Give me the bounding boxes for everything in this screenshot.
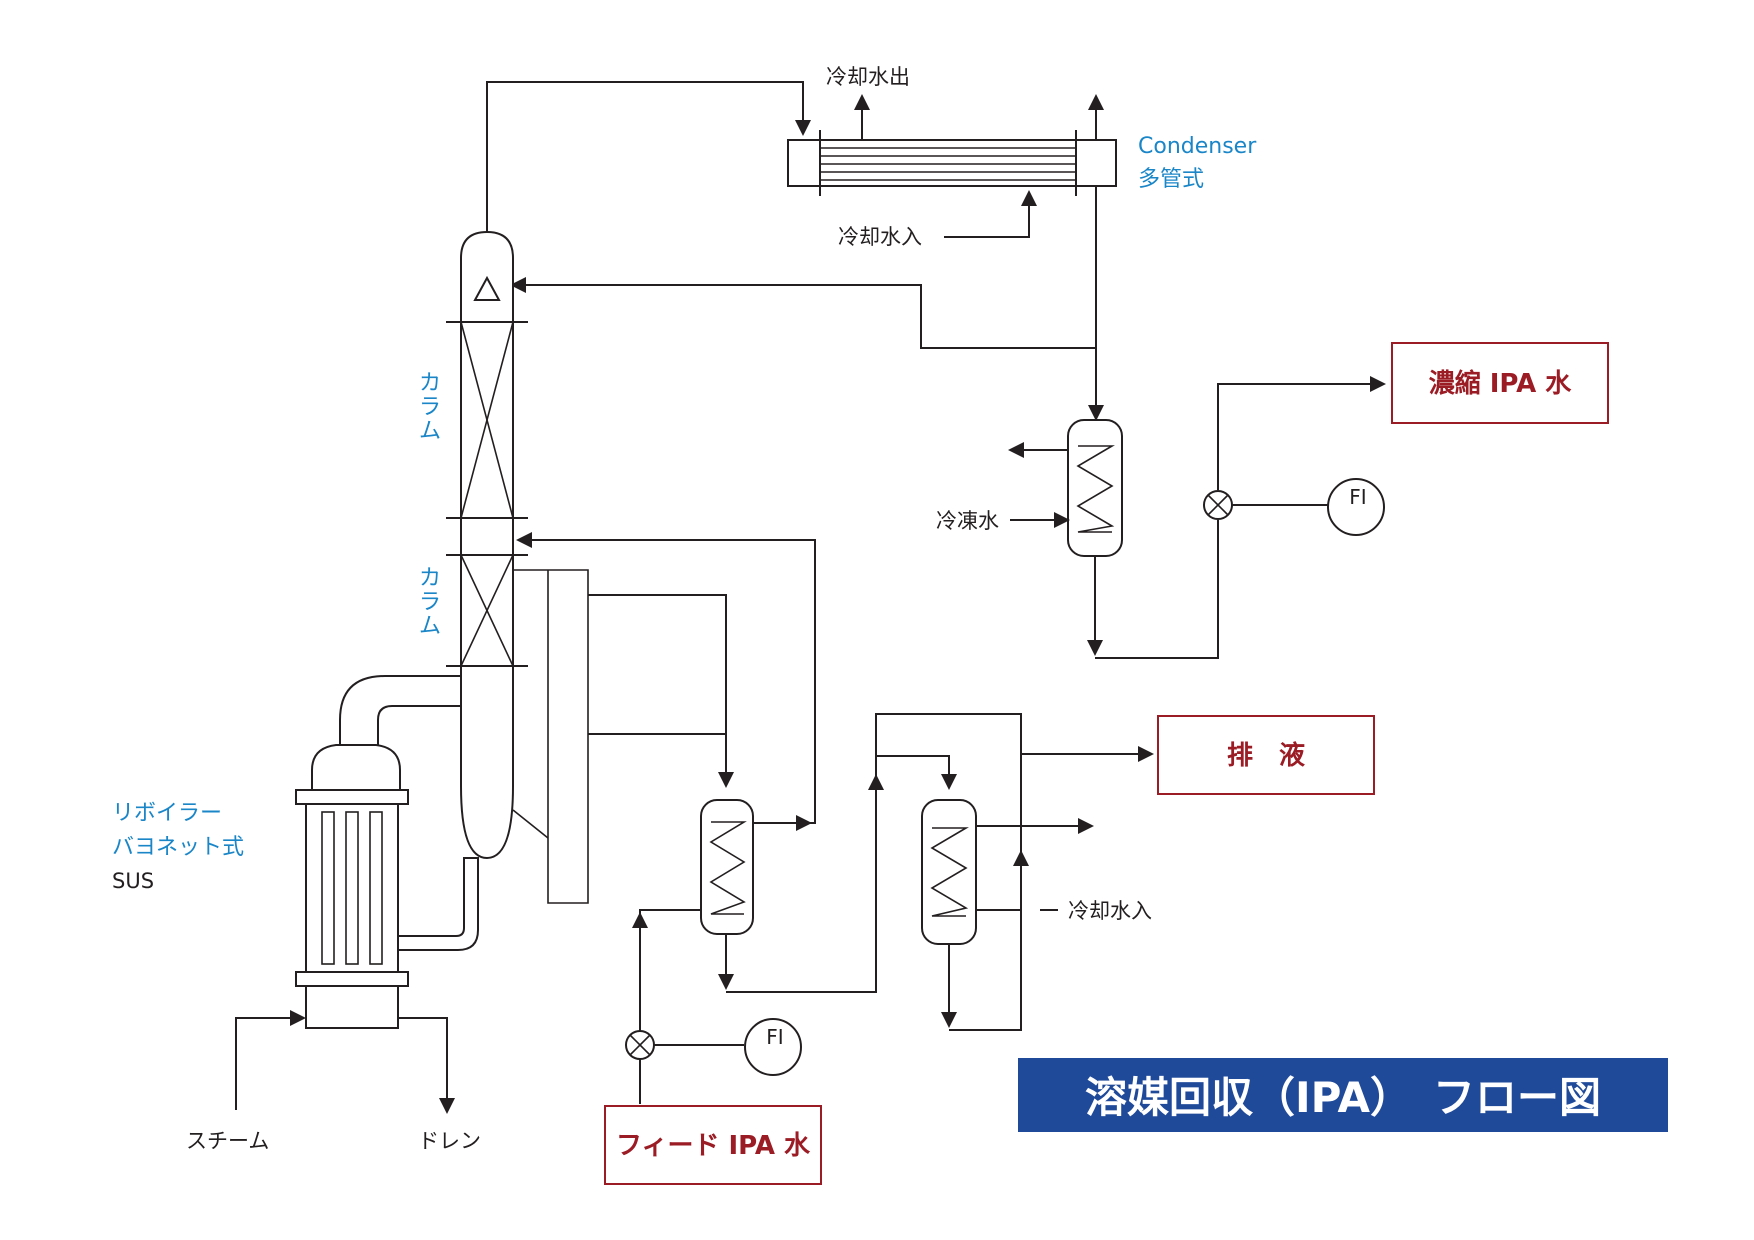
arrow-head bbox=[290, 1010, 306, 1026]
condenser-name-jp: 多管式 bbox=[1138, 167, 1204, 192]
cooling-water-in-label: 冷却水入 bbox=[838, 225, 922, 249]
arrow-head bbox=[868, 774, 884, 790]
cooling-water-out-label: 冷却水出 bbox=[826, 65, 910, 89]
arrow-head bbox=[718, 974, 734, 990]
arrow-head bbox=[510, 277, 526, 293]
arrow-head bbox=[1021, 190, 1037, 206]
arrow-head bbox=[1088, 94, 1104, 110]
title-bar bbox=[1018, 1058, 1668, 1132]
feed-ipa-label: フィード IPA 水 bbox=[616, 1131, 811, 1161]
valve-feed bbox=[625, 1030, 655, 1060]
waste-liquid-label: 排 液 bbox=[1227, 741, 1305, 771]
arrow-head bbox=[439, 1098, 455, 1114]
flow-indicator-product-label: FI bbox=[1349, 485, 1366, 509]
arrow-head bbox=[516, 532, 532, 548]
reboiler bbox=[295, 675, 479, 1029]
flow-indicator-feed bbox=[744, 1018, 802, 1076]
column-lower-label: カラム bbox=[419, 566, 441, 639]
concentrated-ipa-label: 濃縮 IPA 水 bbox=[1429, 368, 1573, 399]
flow-indicator-product bbox=[1327, 478, 1385, 536]
arrow-head bbox=[1138, 746, 1154, 762]
arrow-head bbox=[1013, 850, 1029, 866]
reboiler-label-1: リボイラー bbox=[112, 801, 222, 826]
reboiler-label-2: バヨネット式 bbox=[112, 835, 244, 860]
arrow-head bbox=[718, 772, 734, 788]
arrow-head bbox=[941, 774, 957, 790]
diagram-title: 溶媒回収（IPA） フロー図 bbox=[1085, 1073, 1601, 1122]
arrow-head bbox=[795, 120, 811, 136]
condenser bbox=[787, 130, 1117, 196]
feed-ipa-box bbox=[604, 1105, 822, 1185]
drain-label: ドレン bbox=[418, 1129, 481, 1153]
feed-preheater bbox=[700, 799, 754, 935]
arrow-head bbox=[632, 912, 648, 928]
arrow-head bbox=[854, 94, 870, 110]
valve-product bbox=[1203, 490, 1233, 520]
arrow-head bbox=[1054, 512, 1070, 528]
condenser-name-en: Condenser bbox=[1138, 134, 1257, 159]
arrow-head bbox=[941, 1012, 957, 1028]
waste-cooler bbox=[921, 799, 977, 945]
product-chiller bbox=[1067, 419, 1123, 557]
arrow-head bbox=[1087, 640, 1103, 656]
reboiler-label-3: SUS bbox=[112, 869, 154, 893]
reflux-line bbox=[524, 284, 1096, 349]
distillation-column bbox=[446, 230, 528, 860]
arrow-head bbox=[1078, 818, 1094, 834]
steam-label: スチーム bbox=[186, 1129, 269, 1153]
cooling-water-in-label-2: 冷却水入 bbox=[1068, 899, 1152, 923]
arrow-head bbox=[1370, 376, 1386, 392]
concentrated-ipa-box bbox=[1391, 342, 1609, 424]
flow-indicator-feed-label: FI bbox=[766, 1025, 783, 1049]
vapor-line bbox=[486, 81, 804, 232]
column-upper-label: カラム bbox=[419, 371, 441, 444]
arrow-head bbox=[1088, 405, 1104, 421]
chilled-water-label: 冷凍水 bbox=[936, 509, 999, 533]
waste-liquid-box bbox=[1157, 715, 1375, 795]
arrow-head bbox=[1008, 442, 1024, 458]
arrow-head bbox=[796, 815, 812, 831]
